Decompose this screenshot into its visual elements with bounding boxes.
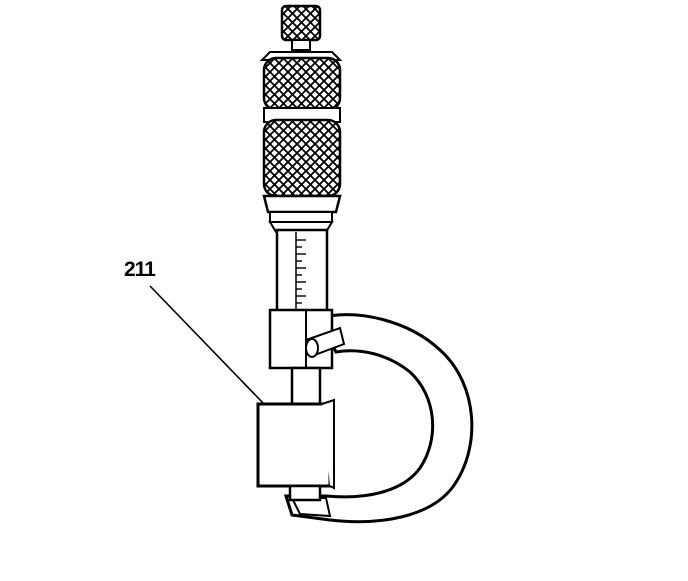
anvil [288,484,322,502]
measured-block [256,398,335,490]
upper-thimble [262,56,342,123]
lock-collar [268,308,346,370]
sleeve-scale [275,228,329,314]
callout-leader-line [149,285,265,405]
lower-thimble [262,118,342,233]
callout-label-211: 211 [124,258,156,281]
ratchet-cap [259,4,343,61]
spindle [290,366,322,410]
